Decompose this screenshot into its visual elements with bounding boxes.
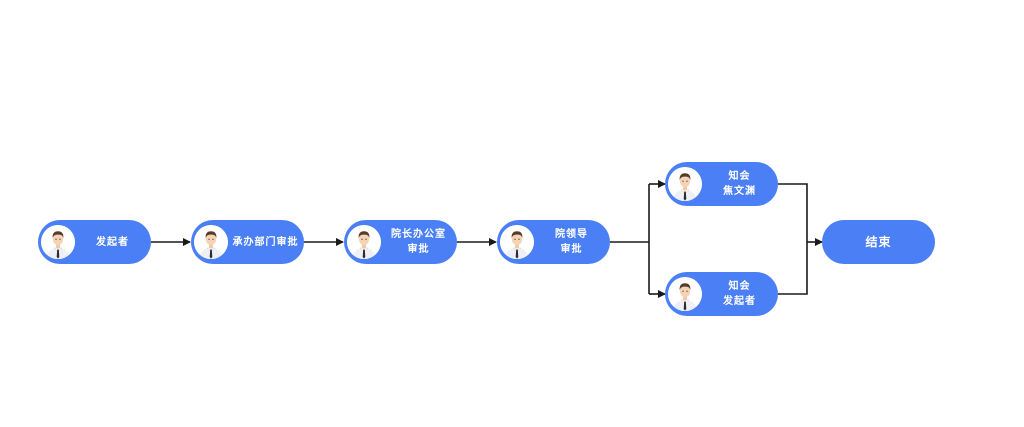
person-avatar-icon (668, 167, 702, 201)
node-label: 承办部门审批 (231, 220, 300, 264)
person-avatar-icon (500, 225, 534, 259)
node-end[interactable]: 结束 (822, 220, 935, 264)
node-label: 知会发起者 (705, 272, 774, 316)
node-initiator[interactable]: 发起者 (38, 220, 151, 264)
node-label-line: 承办部门审批 (232, 236, 299, 248)
node-label-line: 知会 (728, 281, 751, 292)
node-label-line: 结束 (865, 234, 892, 249)
node-label-line: 院领导 (555, 229, 588, 240)
node-handling-department-approval[interactable]: 承办部门审批 (191, 220, 304, 264)
node-label: 知会焦文渊 (705, 162, 774, 206)
connector-merge-bottom (778, 242, 808, 295)
node-label: 院领导审批 (537, 220, 606, 264)
node-label-line: 焦文渊 (723, 186, 756, 197)
person-avatar-icon (347, 225, 381, 259)
node-label-line: 院长办公室 (391, 229, 446, 240)
node-label-line: 审批 (407, 244, 430, 255)
node-label-line: 发起者 (96, 236, 129, 248)
node-leadership-approval[interactable]: 院领导审批 (497, 220, 610, 264)
person-avatar-icon (668, 277, 702, 311)
node-label-line: 审批 (560, 244, 583, 255)
node-label-line: 发起者 (723, 296, 756, 307)
node-label: 发起者 (78, 220, 147, 264)
node-label-line: 知会 (728, 171, 751, 182)
person-avatar-icon (41, 225, 75, 259)
node-president-office-approval[interactable]: 院长办公室审批 (344, 220, 457, 264)
node-notify-initiator[interactable]: 知会发起者 (665, 272, 778, 316)
person-avatar-icon (194, 225, 228, 259)
connector-merge-top (778, 183, 808, 242)
node-notify-jiao-wenyuan[interactable]: 知会焦文渊 (665, 162, 778, 206)
node-label: 结束 (822, 220, 935, 264)
node-label: 院长办公室审批 (384, 220, 453, 264)
